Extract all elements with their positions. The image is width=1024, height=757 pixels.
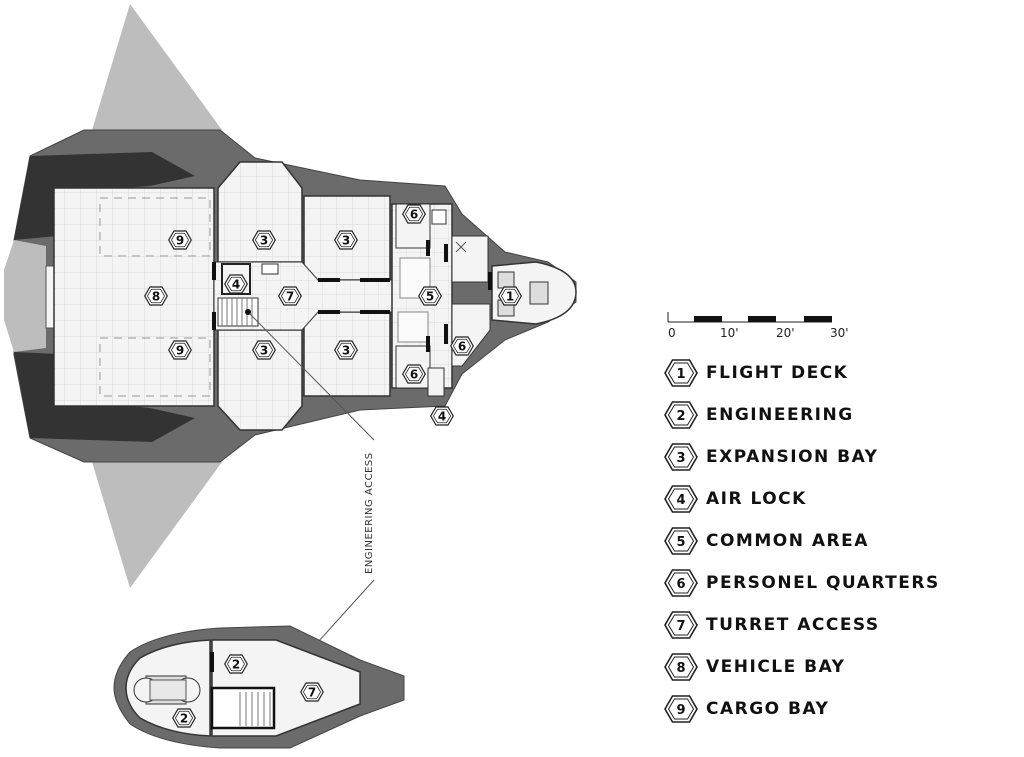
scale-bar [667,312,832,323]
room-marker-flight-deck: 1 [498,286,522,306]
room-marker-cargo-bottom: 9 [168,340,192,360]
room-marker-number: 8 [152,290,160,304]
common-area-sofa [397,311,429,343]
room-marker-number: 4 [438,410,446,424]
scale-tick-10: 10' [720,326,739,340]
legend-number: 9 [676,703,685,718]
legend-label: COMMON AREA [706,531,869,551]
room-marker-number: 9 [176,234,184,248]
room-marker-number: 4 [232,278,240,292]
legend-item: 8 VEHICLE BAY [664,646,1024,688]
room-marker-number: 6 [410,208,418,222]
room-marker-expansion-bottom-left: 3 [252,340,276,360]
hex-badge-icon: 5 [664,527,698,555]
legend-label: FLIGHT DECK [706,363,849,383]
airlock-outer-hatch [427,367,445,397]
room-marker-number: 2 [180,712,188,726]
legend-label: TURRET ACCESS [706,615,880,635]
hex-badge-icon: 8 [664,653,698,681]
room-marker-turret-lower: 7 [300,682,324,702]
room-marker-number: 9 [176,344,184,358]
legend-item: 6 PERSONEL QUARTERS [664,562,1024,604]
engineering-access-leader [247,311,375,441]
legend-item: 5 COMMON AREA [664,520,1024,562]
legend-number: 1 [676,367,685,382]
scale-tick-0: 0 [668,326,676,340]
room-marker-expansion-top-right: 3 [334,230,358,250]
scale-labels: 0 10' 20' 30' [664,308,864,348]
hex-badge-icon: 6 [664,569,698,597]
legend-number: 5 [676,535,685,550]
room-marker-turret-main: 7 [278,286,302,306]
room-marker-quarters-top: 6 [402,204,426,224]
room-marker-engineering-1: 2 [224,654,248,674]
legend-number: 2 [676,409,685,424]
engineering-access-label: ENGINEERING ACCESS [364,452,375,574]
room-marker-number: 5 [426,290,434,304]
wing-bottom [92,462,222,588]
legend-label: PERSONEL QUARTERS [706,573,940,593]
room-marker-number: 3 [342,234,350,248]
room-marker-number: 3 [260,344,268,358]
room-marker-quarters-right: 6 [450,336,474,356]
turret-stairs [217,297,259,327]
room-marker-number: 7 [308,686,316,700]
room-marker-airlock-inner: 4 [224,274,248,294]
console-seat [529,281,549,305]
vehicle-bay-floor [53,187,215,407]
pilot-seat-top [497,271,515,289]
room-marker-vehicle-bay: 8 [144,286,168,306]
legend-item: 9 CARGO BAY [664,688,1024,730]
room-marker-common-area: 5 [418,286,442,306]
room-marker-cargo-top: 9 [168,230,192,250]
legend-item: 1 FLIGHT DECK [664,352,1024,394]
hex-badge-icon: 1 [664,359,698,387]
legend-number: 6 [676,577,685,592]
room-marker-expansion-top-left: 3 [252,230,276,250]
hex-badge-icon: 4 [664,485,698,513]
hex-badge-icon: 7 [664,611,698,639]
legend-number: 7 [676,619,685,634]
legend-item: 7 TURRET ACCESS [664,604,1024,646]
legend-item: 3 EXPANSION BAY [664,436,1024,478]
room-marker-airlock-outer: 4 [430,406,454,426]
room-marker-quarters-bottom: 6 [402,364,426,384]
legend-label: ENGINEERING [706,405,854,425]
hex-badge-icon: 2 [664,401,698,429]
storage-box [431,209,447,225]
legend-item: 2 ENGINEERING [664,394,1024,436]
room-marker-number: 7 [286,290,294,304]
room-marker-number: 6 [458,340,466,354]
legend-label: EXPANSION BAY [706,447,879,467]
room-marker-number: 1 [506,290,514,304]
scale-tick-30: 30' [830,326,849,340]
lower-stairs [210,686,276,730]
legend-number: 8 [676,661,685,676]
rear-door [45,265,55,329]
legend-label: CARGO BAY [706,699,830,719]
hex-badge-icon: 3 [664,443,698,471]
room-marker-number: 2 [232,658,240,672]
wing-top [92,4,222,130]
room-marker-number: 6 [410,368,418,382]
room-marker-number: 3 [260,234,268,248]
hex-badge-icon: 9 [664,695,698,723]
room-marker-engineering-2: 2 [172,708,196,728]
scale-tick-20: 20' [776,326,795,340]
legend-label: AIR LOCK [706,489,807,509]
legend-number: 3 [676,451,685,466]
room-marker-number: 3 [342,344,350,358]
leader-dot-top [245,309,251,315]
bathroom-fixture [455,241,467,253]
engine-core-center [149,679,187,701]
engine-exhaust [4,240,46,352]
legend-number: 4 [676,493,685,508]
legend-label: VEHICLE BAY [706,657,846,677]
room-marker-expansion-bottom-right: 3 [334,340,358,360]
legend: 1 FLIGHT DECK 2 ENGINEERING 3 EXPANSION BAY 4 A… [664,352,1024,730]
legend-item: 4 AIR LOCK [664,478,1024,520]
corridor-locker [261,263,279,275]
